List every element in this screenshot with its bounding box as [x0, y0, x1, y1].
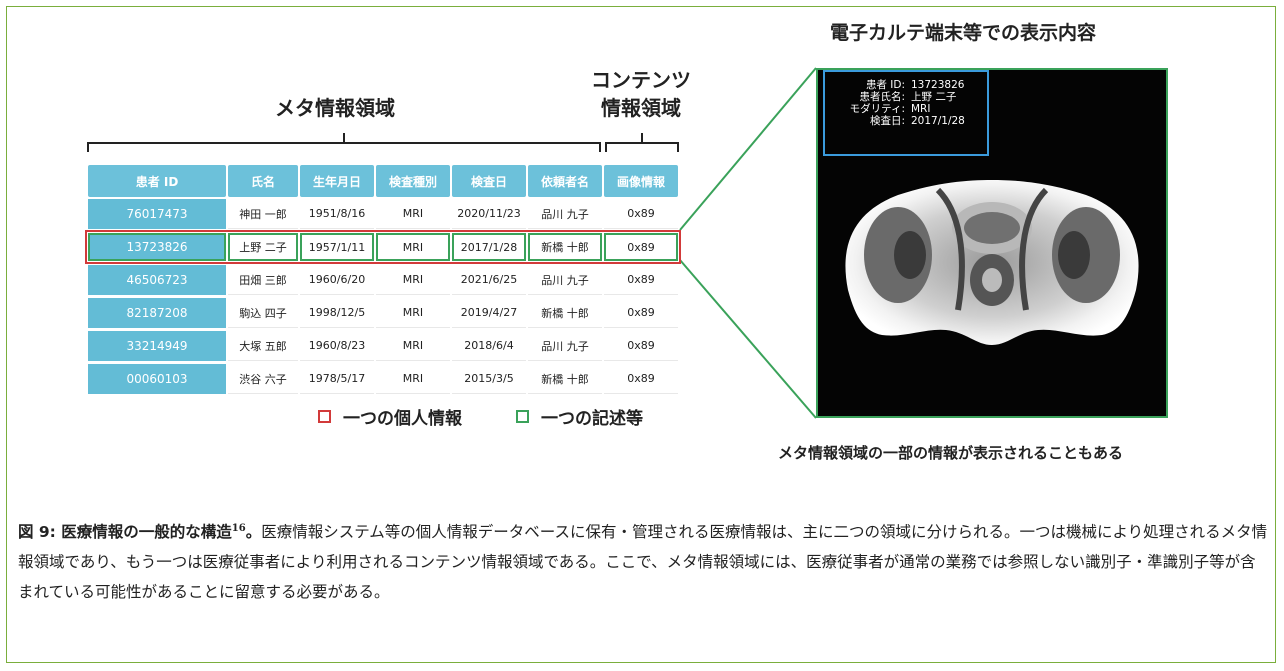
patient-info-overlay: 患者 ID: 13723826 患者氏名: 上野 二子モダリティ: MRI 検査日: 201…	[823, 70, 989, 156]
highlighted-table-cell: 1957/1/11	[300, 233, 374, 261]
table-cell: 渋谷 六子	[228, 364, 298, 394]
caption-title: 図 9: 医療情報の一般的な構造	[18, 523, 232, 542]
table-cell: 2018/6/4	[452, 331, 526, 361]
legend-green: 一つの記述等	[516, 404, 643, 429]
overlay-line: 検査日: 2017/1/28	[831, 115, 965, 127]
red-square-icon	[318, 410, 331, 423]
highlighted-table-cell: 新橋 十郎	[528, 233, 602, 261]
table-cell: MRI	[376, 199, 450, 229]
overlay-line: 患者 ID: 13723826	[831, 79, 965, 91]
highlighted-table-cell: 13723826	[88, 233, 226, 261]
table-cell: 品川 九子	[528, 265, 602, 295]
figure-frame	[6, 6, 1276, 663]
display-content-title: 電子カルテ端末等での表示内容	[830, 22, 1097, 44]
table-cell: 82187208	[88, 298, 226, 328]
table-cell: 1978/5/17	[300, 364, 374, 394]
overlay-value: 2017/1/28	[911, 115, 965, 127]
table-cell: 駒込 四子	[228, 298, 298, 328]
table-cell: 1951/8/16	[300, 199, 374, 229]
overlay-label: モダリティ:	[849, 103, 905, 115]
highlighted-table-cell: 2017/1/28	[452, 233, 526, 261]
table-cell: MRI	[376, 331, 450, 361]
table-cell: 0x89	[604, 364, 678, 394]
overlay-line: 患者氏名: 上野 二子	[831, 91, 965, 103]
meta-region-label: メタ情報領域	[275, 96, 395, 120]
table-cell: 33214949	[88, 331, 226, 361]
table-cell: 0x89	[604, 331, 678, 361]
table-cell: 0x89	[604, 199, 678, 229]
table-header-cell: 画像情報	[604, 165, 678, 197]
content-region-label-line2: 情報領域	[601, 96, 681, 120]
table-cell: MRI	[376, 265, 450, 295]
table-cell: 2021/6/25	[452, 265, 526, 295]
table-header-cell: 生年月日	[300, 165, 374, 197]
table-cell: 1960/6/20	[300, 265, 374, 295]
table-cell: 2015/3/5	[452, 364, 526, 394]
legend-red-label: 一つの個人情報	[343, 409, 462, 429]
table-cell: 1998/12/5	[300, 298, 374, 328]
table-header-cell: 依頼者名	[528, 165, 602, 197]
table-header-cell: 検査種別	[376, 165, 450, 197]
meta-region-brace	[87, 142, 601, 152]
table-cell: 品川 九子	[528, 331, 602, 361]
table-cell: 大塚 五郎	[228, 331, 298, 361]
legend-green-label: 一つの記述等	[541, 409, 643, 429]
table-cell: 新橋 十郎	[528, 364, 602, 394]
table-header-cell: 検査日	[452, 165, 526, 197]
table-cell: 2019/4/27	[452, 298, 526, 328]
overlay-value: 13723826	[911, 79, 965, 91]
highlighted-table-cell: MRI	[376, 233, 450, 261]
zoom-line-bottom	[679, 259, 817, 419]
personal-info-highlight-box	[85, 230, 681, 264]
table-cell: 76017473	[88, 199, 226, 229]
table-cell: 00060103	[88, 364, 226, 394]
overlay-label: 患者 ID:	[865, 79, 905, 91]
figure-caption: 図 9: 医療情報の一般的な構造16。医療情報システム等の個人情報データベースに…	[18, 514, 1268, 607]
caption-footnote-ref: 16	[231, 523, 246, 534]
table-cell: 田畑 三郎	[228, 265, 298, 295]
table-cell: 1960/8/23	[300, 331, 374, 361]
table-header-cell: 氏名	[228, 165, 298, 197]
overlay-value: MRI	[911, 103, 931, 115]
caption-text: 医療情報システム等の個人情報データベースに保有・管理される医療情報は、主に二つの…	[18, 523, 1268, 602]
highlighted-table-cell: 上野 二子	[228, 233, 298, 261]
overlay-line: モダリティ: MRI	[831, 103, 965, 115]
table-cell: 新橋 十郎	[528, 298, 602, 328]
bottom-note: メタ情報領域の一部の情報が表示されることもある	[778, 444, 1124, 462]
zoom-line-top	[679, 67, 817, 231]
table-cell: 2020/11/23	[452, 199, 526, 229]
content-region-brace	[605, 142, 679, 152]
green-square-icon	[516, 410, 529, 423]
table-cell: MRI	[376, 364, 450, 394]
content-region-label-line1: コンテンツ	[591, 68, 691, 92]
table-cell: 神田 一郎	[228, 199, 298, 229]
table-cell: MRI	[376, 298, 450, 328]
content-region-label: コンテンツ 情報領域	[585, 66, 697, 122]
overlay-value: 上野 二子	[911, 91, 957, 103]
table-cell: 46506723	[88, 265, 226, 295]
overlay-label: 患者氏名:	[859, 91, 905, 103]
highlighted-table-cell: 0x89	[604, 233, 678, 261]
overlay-label: 検査日:	[869, 115, 905, 127]
table-cell: 品川 九子	[528, 199, 602, 229]
caption-period: 。	[245, 522, 262, 542]
legend-red: 一つの個人情報	[318, 404, 462, 429]
table-cell: 0x89	[604, 265, 678, 295]
mri-scan-image	[845, 180, 1139, 345]
table-cell: 0x89	[604, 298, 678, 328]
table-header-cell: 患者 ID	[88, 165, 226, 197]
mri-display	[816, 68, 1168, 418]
